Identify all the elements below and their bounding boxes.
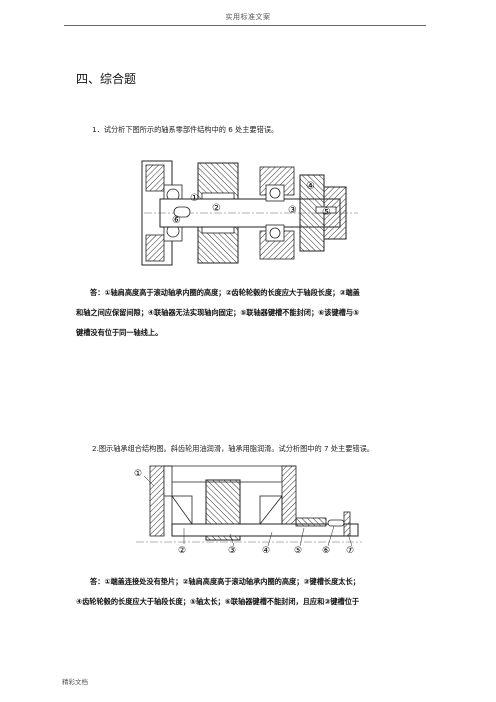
fig1-label-2: ② [212,203,221,214]
fig1-label-3: ③ [288,205,297,216]
section-title: 四、综合题 [76,72,137,86]
fig1-label-1: ① [190,193,199,204]
question-2: 2.图示轴承组合结构图。斜齿轮用油润滑，轴承用脂润滑。试分析图中的 7 处主要错… [92,444,374,453]
fig1-label-6: ⑥ [172,215,181,226]
answer-1-line-2: 和轴之间应保留间隙；④联轴器无法实现轴向固定；⑤联轴器键槽不能封闭；⑥该键槽与⑤ [76,308,360,317]
fig2-label-4: ④ [262,546,270,556]
answer-2-line-2: ④齿轮轮毂的长度应大于轴段长度；⑤轴太长；⑥联轴器键槽不能封闭，且应和③键槽位于 [76,597,360,606]
page-footer: 精彩文档 [62,678,88,686]
fig1-label-5: ⑤ [322,207,331,218]
question-1: 1．试分析下图所示的轴系零部件结构中的 6 处主要错误。 [92,125,279,134]
fig2-label-6: ⑥ [322,546,330,556]
fig2-label-5: ⑤ [294,546,302,556]
fig2-label-7: ⑦ [346,546,354,556]
figure-1-shaft-assembly: ① ② ③ ④ ⑤ ⑥ [140,155,362,270]
fig2-label-1: ① [134,469,142,479]
answer-1-line-3: 键槽没有位于同一轴线上。 [76,328,163,337]
header-rule [64,25,426,26]
answer-1-line-1: 答：①轴肩高度高于滚动轴承内圈的高度；②齿轮轮毂的长度应大于轴段长度；③端盖 [90,288,360,297]
answer-2-line-1: 答：①端盖连接处没有垫片；②轴肩高度高于滚动轴承内圈的高度；③键槽长度太长； [90,577,360,586]
figure-2-bearing-assembly: ① ② ③ ④ ⑤ ⑥ ⑦ [132,462,364,557]
fig2-label-3: ③ [228,546,236,556]
fig1-label-4: ④ [306,181,315,192]
page-header: 实用标准文案 [225,13,271,21]
fig2-label-2: ② [178,546,186,556]
